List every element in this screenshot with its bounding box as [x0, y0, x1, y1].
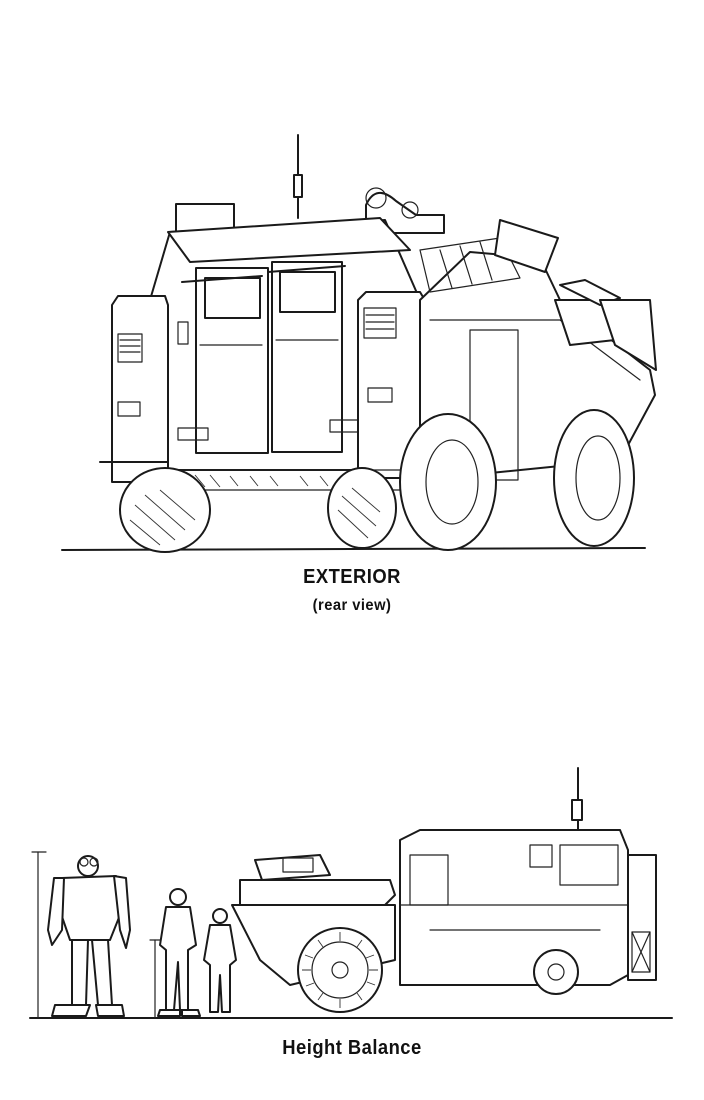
left-rear-pod: [111, 295, 169, 483]
hull-roof: [167, 217, 411, 263]
vehicle-rear-view-drawing: [0, 120, 704, 560]
door-window-right: [279, 271, 336, 313]
vehicle-side-silhouette-large: [399, 767, 657, 986]
height-balance-drawing: [0, 760, 704, 1030]
front-slope: [599, 299, 657, 371]
big-wheel: [297, 927, 383, 1013]
wheel-rear-left: [119, 467, 211, 553]
mecha-figure: [47, 855, 131, 1017]
height-balance-svg: [29, 767, 673, 1019]
wheel-front: [553, 409, 635, 547]
human-figure-child: [203, 908, 237, 1013]
rear-wheel-lower: [533, 949, 579, 995]
human-figure-soldier: [157, 888, 201, 1017]
wheel-mid: [399, 413, 497, 551]
wheel-rear-right: [327, 467, 397, 549]
antenna-mount: [293, 174, 303, 198]
vehicle-rear-view-svg: [61, 134, 657, 553]
exterior-subtitle: (rear view): [312, 597, 392, 614]
roof-hatch: [494, 219, 559, 273]
exterior-title: EXTERIOR: [303, 566, 401, 588]
roof-rack: [419, 237, 521, 293]
door-window-left: [204, 277, 261, 319]
height-balance-title: Height Balance: [282, 1037, 422, 1059]
roof-box: [175, 203, 235, 233]
